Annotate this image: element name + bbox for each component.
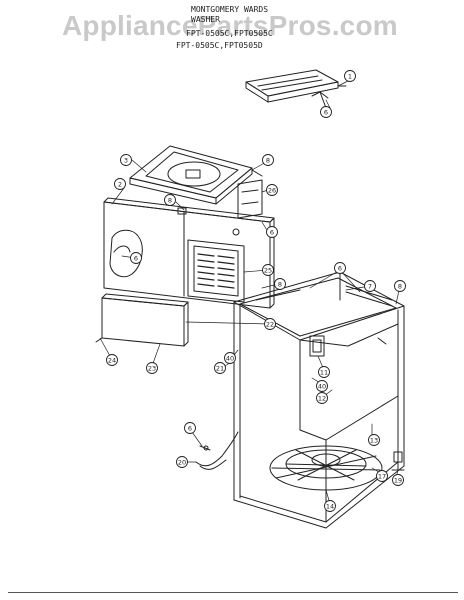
svg-text:20: 20 [178, 458, 186, 466]
svg-text:6: 6 [270, 228, 274, 236]
svg-text:21: 21 [216, 364, 224, 372]
callout-11: 11 [318, 366, 330, 378]
callout-4: 6 [320, 106, 332, 118]
svg-text:40: 40 [318, 382, 326, 390]
callout-24: 25 [262, 264, 274, 276]
callout-20: 21 [214, 362, 226, 374]
callout-17: 19 [392, 474, 404, 486]
access-panel-part [187, 239, 245, 303]
svg-text:6: 6 [188, 424, 192, 432]
svg-text:26: 26 [268, 186, 276, 194]
callout-13: 13 [368, 434, 380, 446]
callout-16: 17 [376, 470, 388, 482]
callout-12: 12 [316, 392, 328, 404]
svg-text:6: 6 [134, 254, 138, 262]
support-bracket-part [237, 179, 263, 219]
callout-leaders [99, 79, 401, 505]
svg-text:19: 19 [394, 476, 402, 484]
callout-2: 2 [114, 178, 126, 190]
callout-8-right: 8 [394, 280, 406, 292]
svg-text:8: 8 [266, 156, 270, 164]
svg-text:2: 2 [118, 180, 122, 188]
callout-7: 7 [364, 280, 376, 292]
callout-6-top-right: 6 [334, 262, 346, 274]
callout-21: 22 [264, 318, 276, 330]
drain-hose-part [195, 431, 239, 470]
toe-panel-part [95, 293, 189, 347]
svg-text:40: 40 [226, 354, 234, 362]
svg-text:24: 24 [108, 356, 116, 364]
svg-text:22: 22 [266, 320, 274, 328]
callout-1: 1 [344, 70, 356, 82]
callout-6-mid: 6 [266, 226, 278, 238]
callout-22: 23 [146, 362, 158, 374]
callout-3: 3 [120, 154, 132, 166]
callout-23: 24 [106, 354, 118, 366]
watermark: AppliancePartsPros.com [62, 10, 398, 41]
svg-text:14: 14 [326, 502, 334, 510]
bottom-rule [8, 592, 458, 593]
svg-text:6: 6 [338, 264, 342, 272]
callout-balloons: 1 6 3 8 2 26 8 6 6 25 6 8 7 8 22 24 23 4… [106, 70, 406, 512]
svg-text:8: 8 [398, 282, 402, 290]
svg-text:8: 8 [278, 280, 282, 288]
control-panel-cover-part [245, 69, 347, 109]
svg-text:13: 13 [370, 436, 378, 444]
callout-40-left: 40 [224, 352, 236, 364]
svg-text:6: 6 [324, 108, 328, 116]
washer-cabinet-part [233, 271, 405, 529]
callout-19: 20 [176, 456, 188, 468]
top-lid-part [129, 145, 263, 205]
front-panel-part [103, 197, 275, 309]
callout-6-lower: 6 [184, 422, 196, 434]
callout-40-right: 40 [316, 380, 328, 392]
svg-text:17: 17 [378, 472, 386, 480]
diagram-subtitle: WASHER [191, 15, 220, 24]
svg-text:7: 7 [368, 282, 372, 290]
svg-text:8: 8 [168, 196, 172, 204]
callout-8-top: 8 [262, 154, 274, 166]
callout-8-mid: 8 [164, 194, 176, 206]
callout-6-left: 6 [130, 252, 142, 264]
callout-26: 26 [266, 184, 278, 196]
diagram-title: MONTGOMERY WARDS [191, 5, 269, 14]
svg-text:12: 12 [318, 394, 326, 402]
svg-text:3: 3 [124, 156, 128, 164]
svg-text:1: 1 [348, 72, 352, 80]
callout-14: 14 [324, 500, 336, 512]
svg-text:11: 11 [320, 368, 328, 376]
model-numbers-line-2: FPT-0505C,FPT0505D [176, 41, 263, 50]
svg-text:25: 25 [264, 266, 272, 274]
callout-8-side: 8 [274, 278, 286, 290]
svg-text:23: 23 [148, 364, 156, 372]
model-numbers-line-1: FPT-0505C,FPT0505C [186, 29, 273, 38]
